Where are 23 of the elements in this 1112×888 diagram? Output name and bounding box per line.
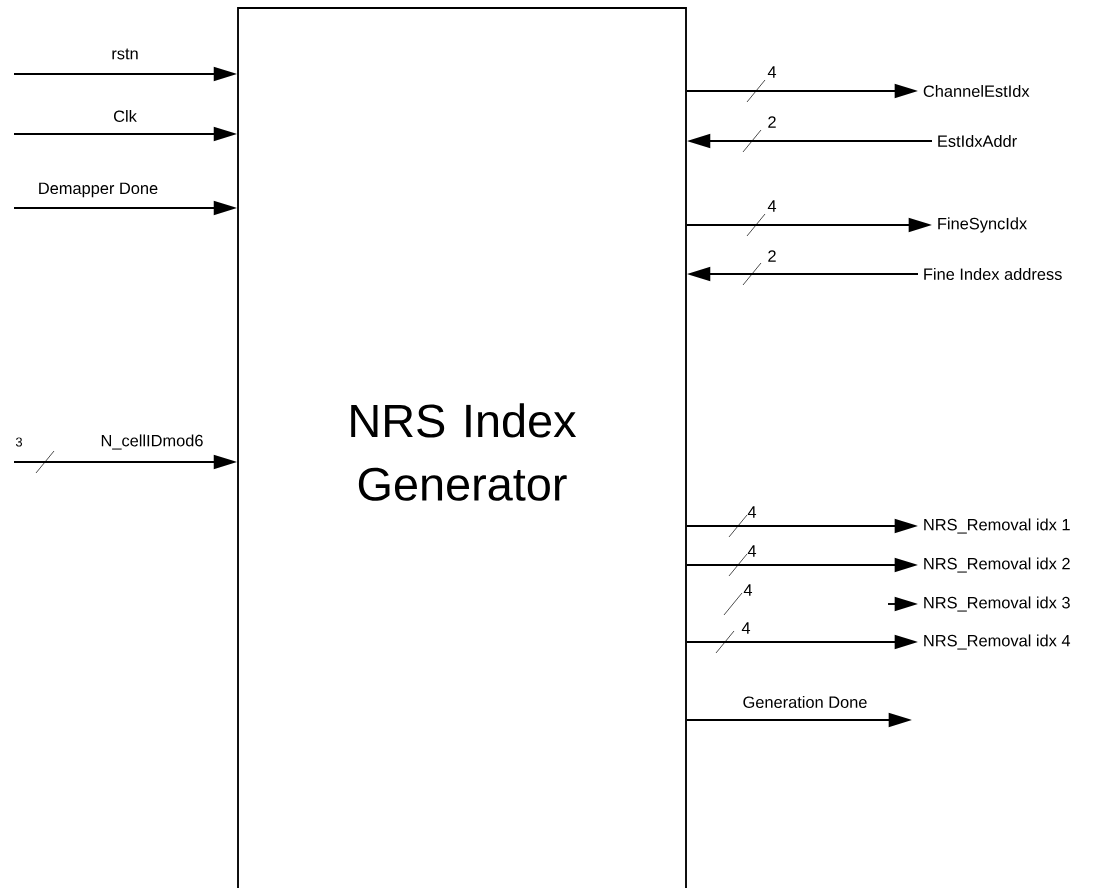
bus-width-label: 3 (15, 437, 22, 447)
bus-width-label: 4 (741, 622, 751, 634)
signal-name: FineSyncIdx (938, 217, 1027, 233)
bus-width-label: 4 (743, 584, 753, 596)
bus-width-label: 4 (747, 545, 757, 557)
bus-width-label: 4 (767, 200, 777, 212)
signal-label: Clk (114, 109, 137, 123)
signal-label: Generation Done (743, 695, 867, 708)
signal-name: ChannelEstIdx (923, 85, 1030, 98)
signal-name: EstIdxAddr (938, 134, 1017, 148)
signal-label: Demapper Done (39, 182, 158, 198)
bus-width-label: 4 (767, 66, 777, 78)
bus-width-label: 4 (747, 506, 757, 518)
signal-name: Fine Index address (924, 267, 1062, 281)
block-box: NRS Index Generator (237, 7, 687, 888)
bus-width-label: 2 (768, 116, 776, 128)
signal-name: NRS_Removal idx 3 (924, 596, 1070, 612)
signal-name: NRS_Removal idx 4 (924, 634, 1071, 650)
signal-label: N_cellIDmod6 (101, 434, 203, 450)
signal-label: rstn (112, 48, 138, 60)
bus-width-label: 2 (768, 250, 776, 262)
signal-name: NRS_Removal idx 1 (924, 518, 1070, 534)
signal-name: NRS_Removal idx 2 (924, 557, 1070, 573)
